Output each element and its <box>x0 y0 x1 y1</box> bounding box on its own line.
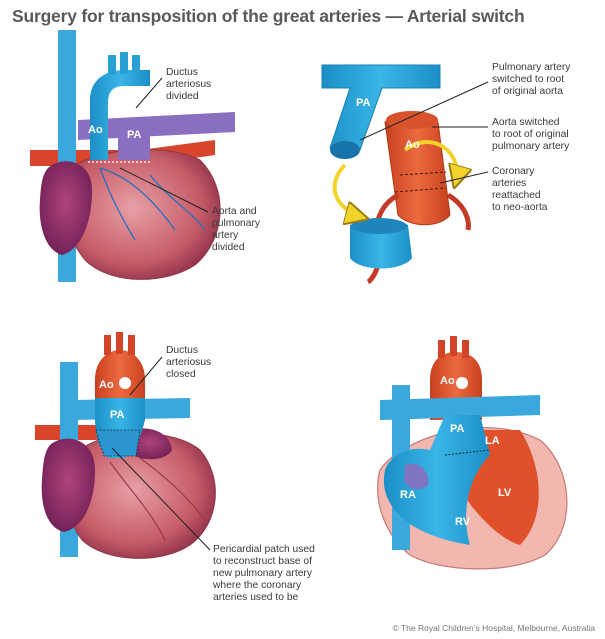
callout-aorta-switched: Aorta switched to root of original pulmo… <box>492 117 569 153</box>
aorta-branch-bl-3 <box>128 335 135 355</box>
callout-ductus-divided: Ductus arteriosus divided <box>166 67 211 103</box>
aorta-branch-bl-1 <box>104 335 111 355</box>
label-la-br: LA <box>485 435 500 447</box>
aorta-top-tr <box>386 111 438 129</box>
aorta-branch-3 <box>132 55 140 75</box>
blue-root-top-tr <box>351 218 407 234</box>
callout-pericardial-patch: Pericardial patch used to reconstruct ba… <box>213 544 315 604</box>
callout-pa-switched: Pulmonary artery switched to root of ori… <box>492 62 570 98</box>
label-pa-tr: PA <box>356 97 371 109</box>
copyright-credit: © The Royal Children’s Hospital, Melbour… <box>393 623 596 633</box>
panel-bottom-right: Ao PA LA RA LV RV <box>378 336 567 569</box>
label-lv-br: LV <box>498 487 512 499</box>
aorta-lumen-br <box>456 377 468 389</box>
label-ao-tr: Ao <box>405 139 420 151</box>
aorta-branch-bl-2 <box>116 332 123 354</box>
callout-coronary-reattached: Coronary arteries reattached to neo-aort… <box>492 166 548 214</box>
aorta-lumen-bl <box>119 377 131 389</box>
coronary-artery-tr-2 <box>448 195 468 230</box>
callout-ductus-closed: Ductus arteriosus closed <box>166 345 211 381</box>
label-ao-bl: Ao <box>99 379 114 391</box>
label-ra-br: RA <box>400 489 416 501</box>
label-ao-br: Ao <box>440 375 455 387</box>
pericardial-patch <box>96 430 140 456</box>
aorta-branch-2 <box>120 52 128 74</box>
aorta-vessel-tr <box>385 113 450 225</box>
label-ao-tl: Ao <box>88 124 103 136</box>
aorta-branch-1 <box>108 55 116 75</box>
leader-coronary <box>440 172 488 183</box>
callout-aorta-pa-divided: Aorta and pulmonary artery divided <box>212 206 260 254</box>
label-pa-tl: PA <box>127 129 142 141</box>
panel-top-right: PA Ao <box>322 65 488 282</box>
label-rv-br: RV <box>455 516 471 528</box>
aorta-branch-br-2 <box>450 336 457 356</box>
label-pa-br: PA <box>450 423 465 435</box>
pa-opening-tr <box>330 141 360 159</box>
label-pa-bl: PA <box>110 409 125 421</box>
aorta-branch-br-3 <box>462 340 469 358</box>
yellow-arrow-2 <box>335 165 365 218</box>
aorta-branch-br-1 <box>438 340 445 358</box>
